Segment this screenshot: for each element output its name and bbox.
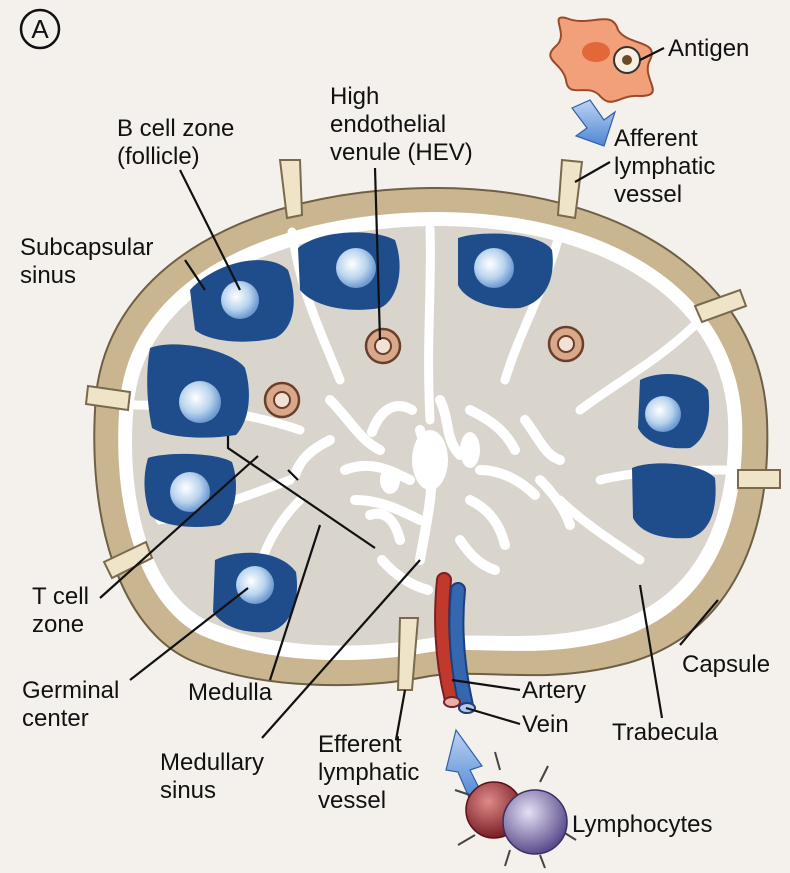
label-afferent-2: lymphatic (614, 153, 715, 180)
label-hev-3: venule (HEV) (330, 139, 473, 166)
label-lymphocytes: Lymphocytes (572, 811, 713, 838)
label-t-cell-2: zone (32, 611, 84, 638)
dendritic-cell (550, 17, 653, 101)
label-trabecula: Trabecula (612, 719, 718, 746)
svg-text:A: A (31, 14, 49, 44)
label-germinal-1: Germinal (22, 677, 119, 704)
label-afferent-3: vessel (614, 181, 682, 208)
label-medullary-sinus-1: Medullary (160, 749, 264, 776)
label-vein: Vein (522, 711, 569, 738)
label-efferent-1: Efferent (318, 731, 402, 758)
label-medullary-sinus-2: sinus (160, 777, 216, 804)
label-germinal-2: center (22, 705, 89, 732)
label-medulla: Medulla (188, 679, 273, 706)
label-antigen: Antigen (668, 35, 749, 62)
label-b-cell-1: B cell zone (117, 115, 234, 142)
label-capsule: Capsule (682, 651, 770, 678)
label-subcapsular-1: Subcapsular (20, 234, 153, 261)
label-t-cell-1: T cell (32, 583, 89, 610)
label-efferent-3: vessel (318, 787, 386, 814)
label-b-cell-2: (follicle) (117, 143, 200, 170)
panel-label: A (21, 10, 59, 48)
label-subcapsular-2: sinus (20, 262, 76, 289)
label-efferent-2: lymphatic (318, 759, 419, 786)
label-hev-1: High (330, 83, 379, 110)
label-artery: Artery (522, 677, 586, 704)
label-hev-2: endothelial (330, 111, 446, 138)
label-afferent-1: Afferent (614, 125, 698, 152)
